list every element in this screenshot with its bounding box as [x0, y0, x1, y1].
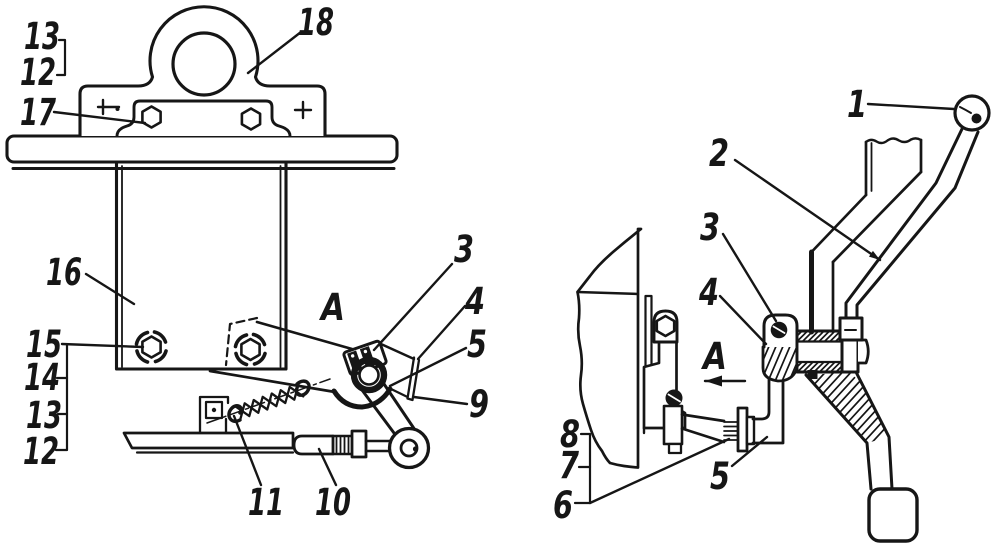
arrowhead	[705, 375, 722, 387]
callout-label-3: 3	[700, 206, 720, 249]
clevis-rod	[680, 413, 739, 444]
hidden-lever-plate	[224, 316, 259, 367]
pivot-block	[761, 345, 799, 383]
leader-line	[84, 272, 136, 306]
callout-label-5: 5	[467, 323, 487, 366]
gear-shift-rod	[838, 127, 980, 342]
top-bracket	[78, 5, 327, 138]
leader-line	[588, 437, 731, 505]
callout-label-3: 3	[454, 228, 474, 271]
lever-boss	[350, 356, 388, 394]
support-panel	[114, 161, 288, 371]
panel-bolt	[134, 330, 168, 364]
leader-line	[416, 304, 467, 361]
pivot-lug	[762, 313, 799, 349]
group-bracket	[54, 343, 69, 452]
callout-label-9: 9	[469, 383, 489, 426]
callout-label-13: 13	[26, 394, 62, 437]
leader-line	[372, 262, 454, 352]
leader-line	[232, 414, 263, 487]
adjusting-rod	[292, 429, 394, 459]
callout-label-7: 7	[559, 444, 579, 487]
shift-knob	[953, 94, 991, 132]
panel-bolt	[233, 332, 267, 367]
spring-bracket	[198, 395, 230, 435]
pedal-pad-rect	[867, 487, 919, 543]
leader-line	[317, 447, 338, 487]
callout-label-15: 15	[26, 323, 62, 366]
pedal-link	[751, 376, 785, 445]
leader-line	[412, 395, 469, 406]
return-spring	[206, 378, 331, 424]
callout-label-11: 11	[248, 481, 284, 524]
callout-label-A: A	[318, 286, 345, 329]
leader-line	[60, 342, 145, 349]
rod-eye	[387, 426, 431, 470]
callout-label-17: 17	[20, 91, 56, 134]
leader-line	[388, 346, 468, 388]
gear-lever-blade	[809, 137, 923, 335]
adjusting-washers	[736, 406, 756, 453]
leader-line	[721, 232, 778, 323]
leader-line	[866, 102, 956, 111]
bracket-hole	[171, 31, 237, 97]
callout-label-6: 6	[553, 484, 573, 527]
callout-label-5: 5	[710, 455, 730, 498]
front-view-drawing	[5, 5, 431, 470]
callout-label-1: 1	[847, 83, 867, 126]
group-bracket	[55, 38, 67, 77]
callout-label-A: A	[700, 335, 727, 378]
lever-arm	[360, 379, 417, 439]
callout-label-18: 18	[298, 1, 334, 44]
callouts-side-view: 1 2 3 4A 876 5	[553, 83, 956, 527]
leader-line	[718, 294, 768, 346]
flat-bar	[122, 431, 295, 454]
leader-line	[246, 30, 303, 75]
callout-label-8: 8	[560, 413, 580, 456]
callout-label-4: 4	[464, 280, 485, 323]
firewall-panel	[576, 227, 643, 469]
callout-label-13: 13	[24, 15, 60, 58]
callout-label-14: 14	[24, 356, 60, 399]
panel-strip	[644, 294, 653, 370]
callout-label-16: 16	[46, 251, 82, 294]
leader-line	[733, 158, 882, 262]
callout-label-2: 2	[709, 132, 729, 175]
callout-label-10: 10	[315, 481, 351, 524]
reference-dot	[115, 107, 120, 111]
lever-plate-edge	[208, 320, 421, 410]
callout-label-12: 12	[20, 51, 56, 94]
callout-label-4: 4	[698, 271, 719, 314]
leader-line	[730, 435, 769, 468]
leader-line	[52, 110, 147, 125]
callout-label-12: 12	[23, 430, 59, 473]
clevis-fork	[662, 389, 684, 455]
boss-ring	[350, 356, 388, 394]
group-bracket	[573, 432, 592, 505]
arrowhead	[868, 250, 880, 260]
pedal-pad	[867, 487, 919, 543]
